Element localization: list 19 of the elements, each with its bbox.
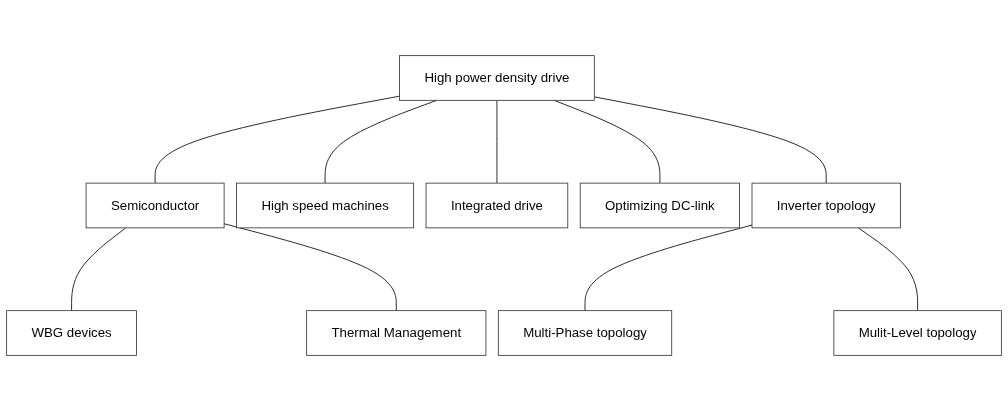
node-box: Semiconductor [85,182,225,228]
connector [553,99,661,184]
node-box: Integrated drive [425,182,569,228]
node-box: Inverter topology [751,182,901,228]
node-box: High power density drive [399,54,595,101]
node-box: WBG devices [6,309,137,356]
connector [584,224,753,311]
connector [857,226,919,311]
connector [154,95,400,184]
connector [223,222,397,311]
node-box: Optimizing DC-link [579,182,740,228]
connector [496,99,498,184]
connector [593,95,827,184]
node-box: High speed machines [236,182,415,228]
node-box: Thermal Management [306,309,487,356]
node-box: Mulit-Level topology [833,309,1002,356]
connector [324,99,438,184]
node-box: Multi-Phase topology [497,309,673,356]
connector [71,226,127,311]
